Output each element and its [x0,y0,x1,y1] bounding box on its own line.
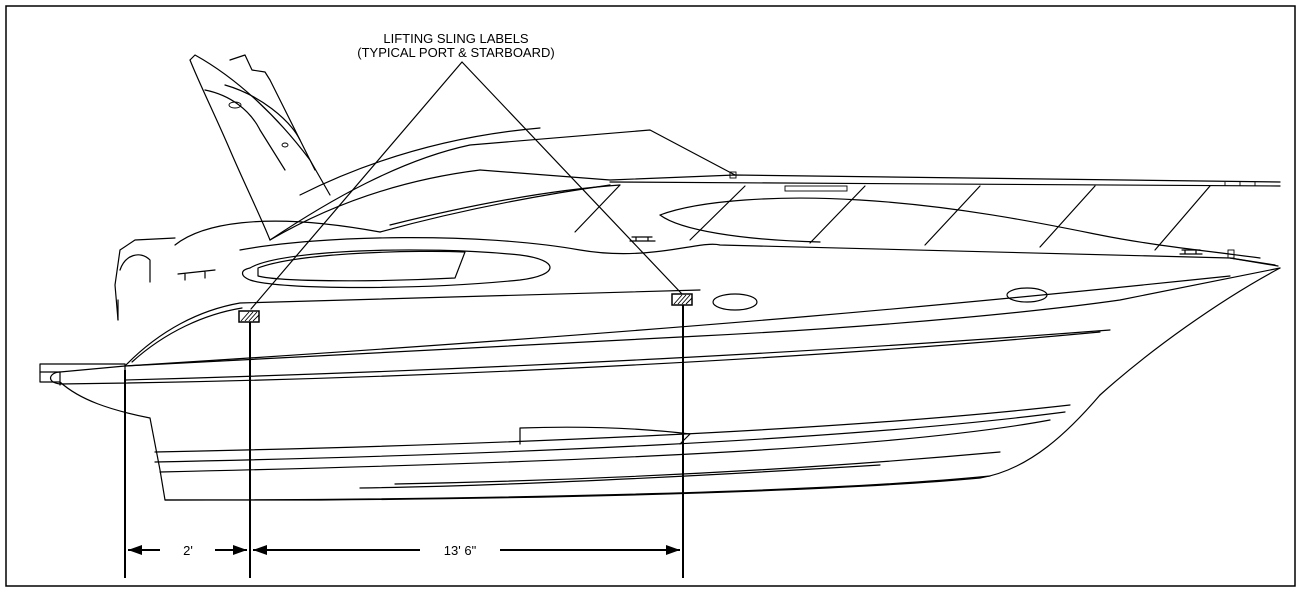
boat-hull [39,267,1281,501]
callout-leaders [250,61,683,310]
callout-subtitle: (TYPICAL PORT & STARBOARD) [357,45,554,60]
boat-superstructure [114,54,1281,367]
forward-sling-label-marker [671,293,693,306]
dimension-extension-lines [124,305,684,578]
dimension-line-2ft [128,545,247,555]
portlight-aft [712,293,758,311]
aft-sling-label-marker [238,310,260,323]
dimension-text-2ft: 2' [183,543,193,558]
callout-title: LIFTING SLING LABELS [383,31,529,46]
dimension-text-13ft6in: 13' 6" [444,543,477,558]
diagram-border [5,5,1296,587]
portlight-forward [1006,287,1048,303]
dimension-line-13ft6in [253,545,680,555]
